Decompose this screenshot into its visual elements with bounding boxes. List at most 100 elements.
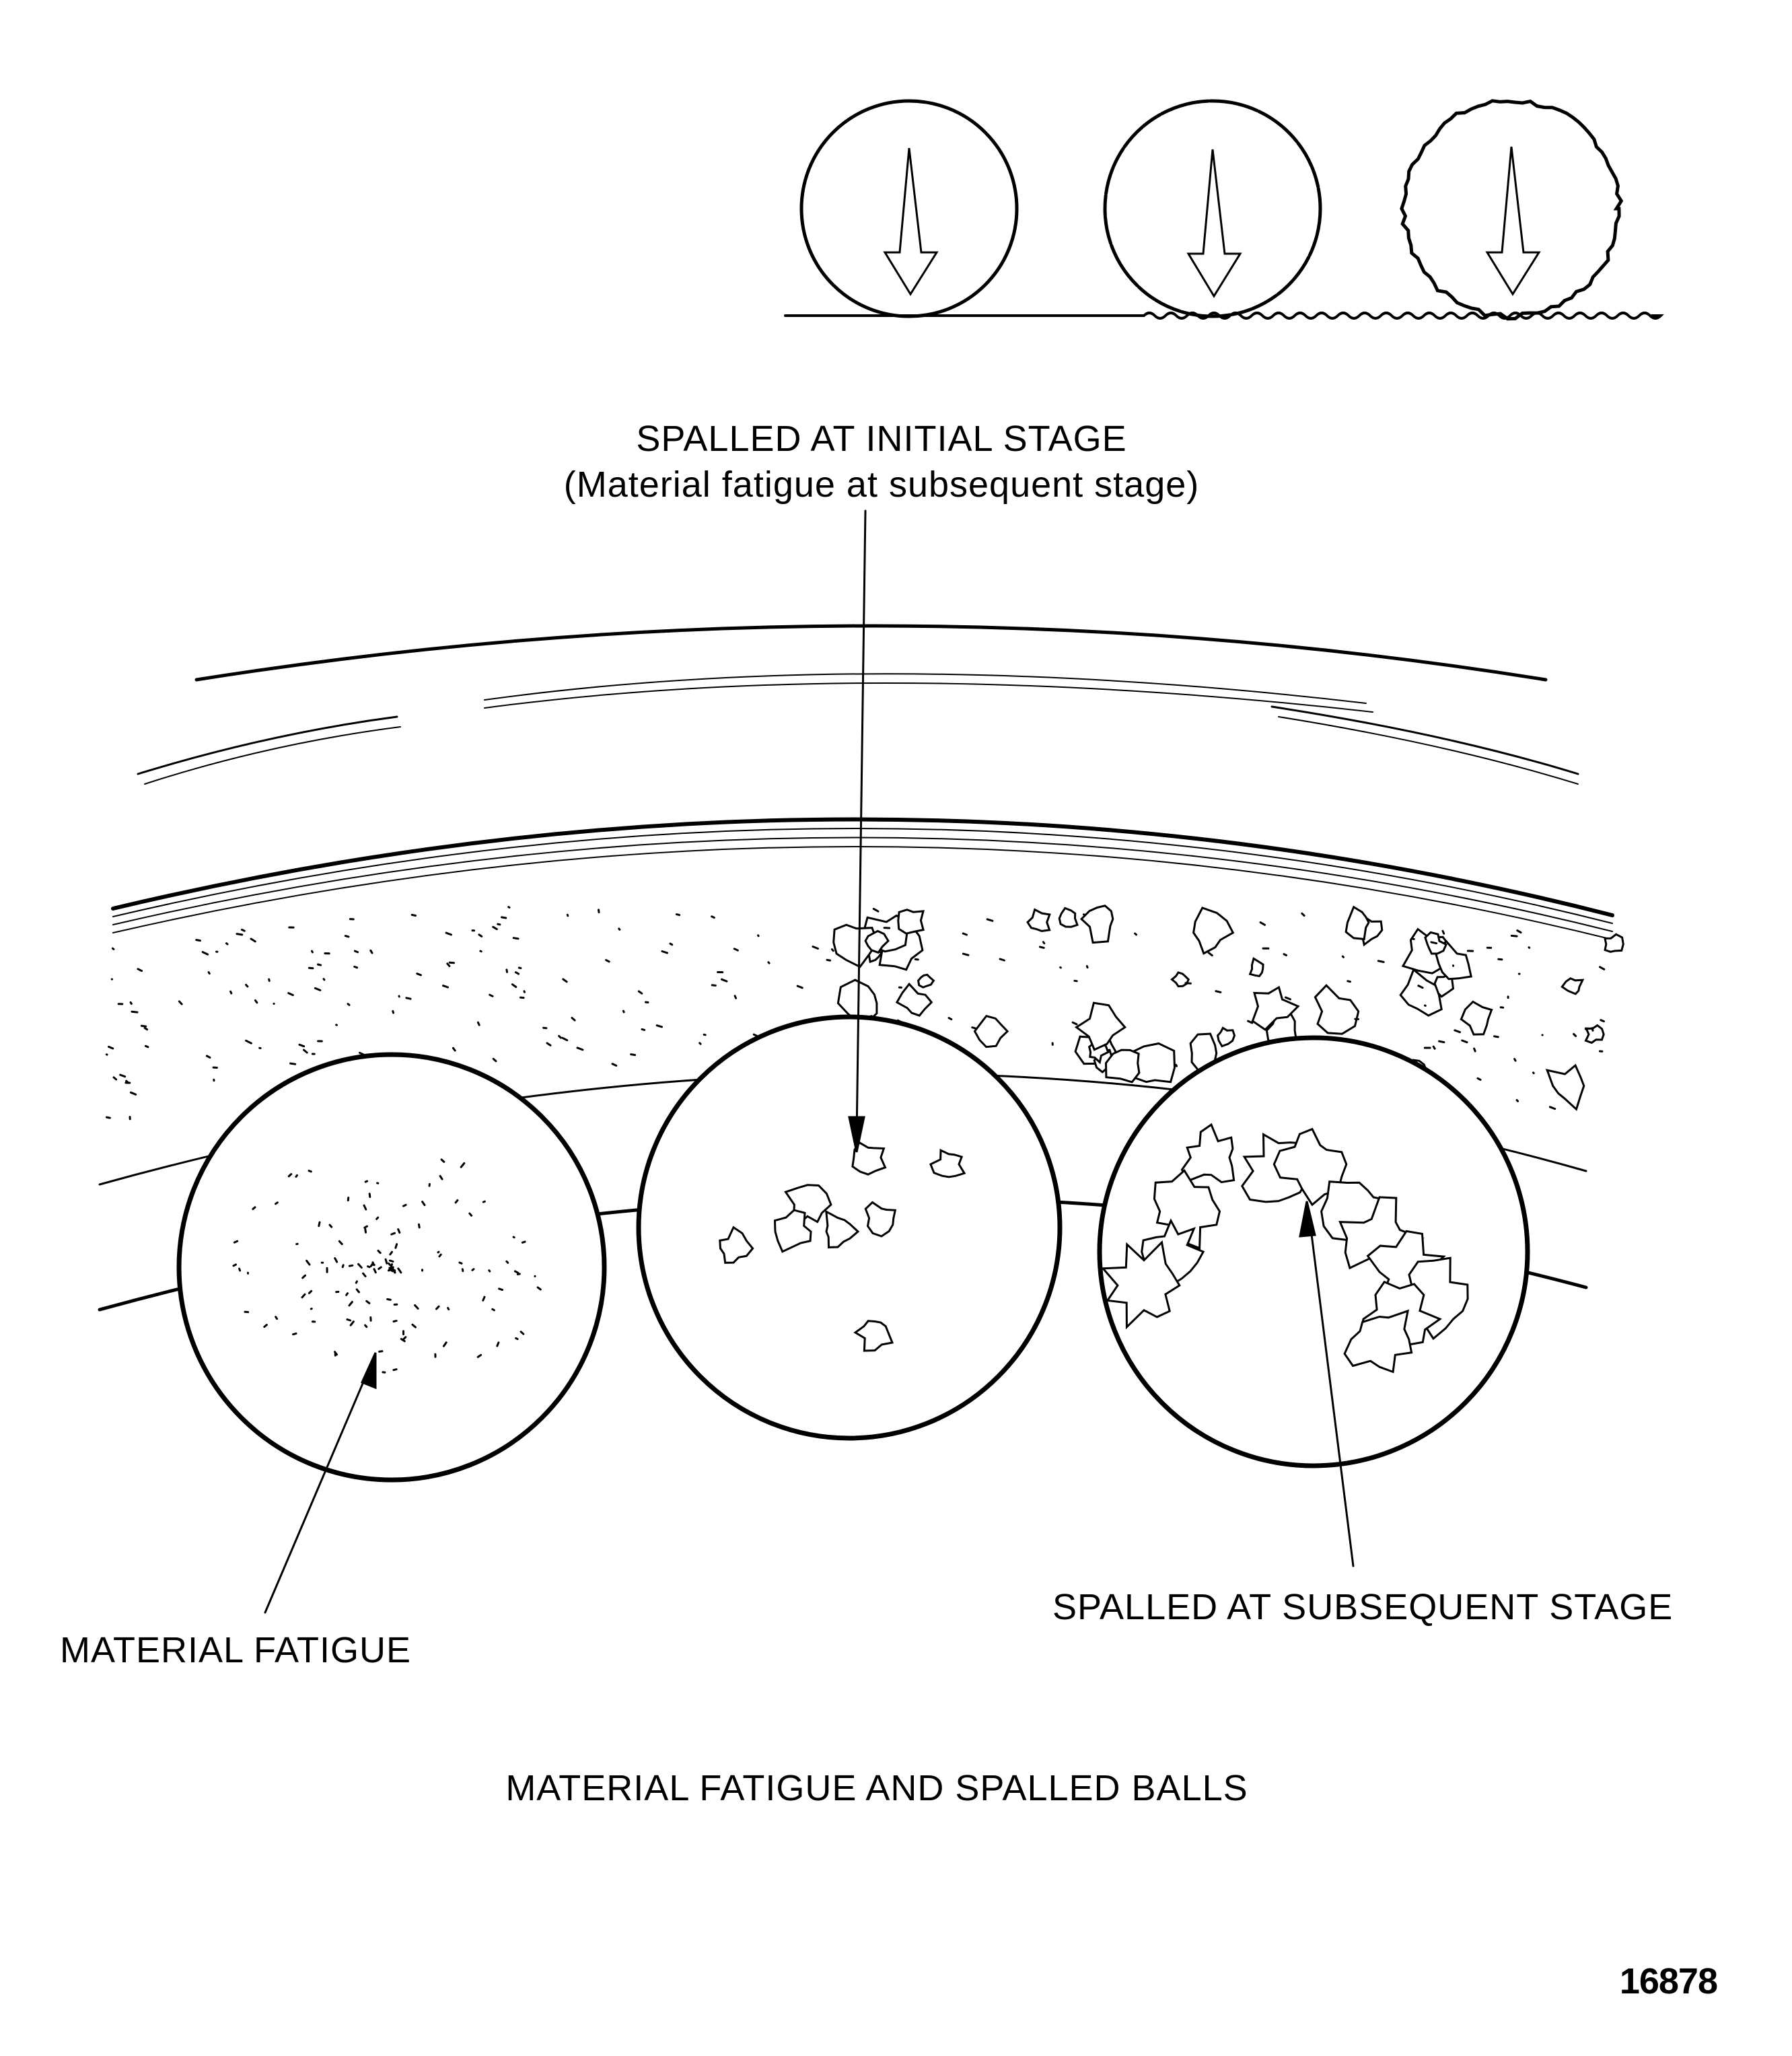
fatigue-speck bbox=[491, 1308, 495, 1312]
fatigue-speck bbox=[364, 1180, 369, 1183]
fatigue-speck bbox=[338, 1240, 343, 1246]
fatigue-speck bbox=[511, 983, 517, 988]
fatigue-speck bbox=[454, 1199, 459, 1204]
fatigue-speck bbox=[143, 1027, 149, 1031]
fatigue-speck bbox=[1548, 1106, 1556, 1110]
fatigue-speck bbox=[295, 1174, 298, 1178]
fatigue-speck bbox=[1377, 960, 1385, 963]
fatigue-speck bbox=[468, 1212, 473, 1217]
spall-pit bbox=[1584, 1024, 1605, 1044]
fatigue-speck bbox=[347, 1003, 351, 1006]
fatigue-speck bbox=[1207, 952, 1213, 957]
fatigue-speck bbox=[1454, 1029, 1461, 1034]
fatigue-speck bbox=[369, 1262, 374, 1267]
fatigue-speck bbox=[308, 1289, 313, 1294]
fatigue-speck bbox=[1134, 932, 1138, 936]
fatigue-speck bbox=[362, 1272, 367, 1277]
fatigue-speck bbox=[375, 1216, 380, 1220]
fatigue-speck bbox=[1599, 966, 1606, 970]
fatigue-speck bbox=[392, 1320, 398, 1323]
fatigue-speck bbox=[611, 1063, 618, 1067]
fatigue-speck bbox=[999, 958, 1005, 962]
spall-area bbox=[1180, 1123, 1235, 1184]
fatigue-speck bbox=[355, 1280, 358, 1284]
arrowhead-icon bbox=[848, 1116, 865, 1153]
fatigue-speck bbox=[561, 1036, 569, 1042]
fatigue-speck bbox=[318, 1221, 321, 1228]
fatigue-speck bbox=[1259, 921, 1266, 926]
spall-pit bbox=[917, 973, 935, 989]
ball-spalled-rough bbox=[1400, 99, 1624, 321]
fatigue-speck bbox=[306, 1259, 311, 1266]
fatigue-speck bbox=[392, 1009, 394, 1014]
fatigue-speck bbox=[1301, 912, 1305, 917]
fatigue-speck bbox=[442, 1341, 447, 1347]
fatigue-speck bbox=[303, 1049, 308, 1054]
fatigue-speck bbox=[349, 1320, 355, 1326]
fatigue-speck bbox=[448, 961, 455, 964]
label-material-fatigue: MATERIAL FATIGUE bbox=[60, 1630, 411, 1670]
fatigue-speck bbox=[390, 1232, 396, 1236]
spall-pit bbox=[1170, 971, 1190, 988]
fatigue-speck bbox=[796, 985, 803, 989]
fatigue-speck bbox=[721, 978, 728, 983]
label-initial-stage-note: (Material fatigue at subsequent stage) bbox=[564, 464, 1200, 505]
fatigue-speck bbox=[698, 1042, 702, 1045]
spall-pit bbox=[851, 1141, 887, 1176]
fatigue-speck bbox=[201, 951, 209, 956]
fatigue-speck bbox=[405, 997, 412, 1000]
fatigue-speck bbox=[254, 999, 258, 1004]
spall-pit bbox=[773, 1209, 812, 1253]
arrowhead-icon bbox=[360, 1352, 377, 1390]
diagram-caption: MATERIAL FATIGUE AND SPALLED BALLS bbox=[505, 1768, 1248, 1808]
fatigue-speck bbox=[344, 935, 350, 938]
fatigue-speck bbox=[348, 1301, 353, 1307]
fatigue-speck bbox=[641, 1028, 646, 1031]
fatigue-speck bbox=[1600, 1019, 1605, 1023]
fatigue-speck bbox=[1284, 996, 1291, 1001]
fatigue-speck bbox=[971, 1026, 978, 1030]
fatigue-speck bbox=[345, 1292, 349, 1296]
fatigue-speck bbox=[478, 933, 483, 937]
fatigue-speck bbox=[1283, 953, 1287, 956]
spall-pit bbox=[1545, 1063, 1585, 1111]
fatigue-speck bbox=[1430, 941, 1438, 945]
fatigue-speck bbox=[1493, 1035, 1499, 1038]
spall-pit bbox=[864, 1201, 897, 1238]
fatigue-speck bbox=[479, 950, 482, 953]
fatigue-speck bbox=[418, 1223, 421, 1229]
fatigue-speck bbox=[105, 1116, 111, 1119]
fatigue-speck bbox=[129, 1091, 137, 1096]
fatigue-speck bbox=[1591, 1027, 1594, 1032]
fatigue-speck bbox=[308, 1170, 312, 1173]
fatigue-speck bbox=[661, 950, 668, 954]
fatigue-speck bbox=[536, 1286, 542, 1291]
fatigue-speck bbox=[637, 990, 643, 995]
fatigue-speck bbox=[562, 978, 568, 983]
fatigue-speck bbox=[711, 984, 717, 987]
spall-pit bbox=[719, 1226, 754, 1264]
fatigue-speck bbox=[287, 1173, 293, 1178]
fatigue-speck bbox=[439, 1175, 443, 1180]
fatigue-speck bbox=[558, 1034, 562, 1039]
fatigue-speck bbox=[471, 1268, 475, 1271]
fatigue-speck bbox=[317, 963, 322, 966]
fatigue-speck bbox=[757, 934, 760, 937]
spall-pit bbox=[825, 1209, 860, 1248]
fatigue-speck bbox=[1515, 1099, 1519, 1102]
load-arrow-icon bbox=[1186, 149, 1242, 298]
fatigue-speck bbox=[311, 950, 314, 954]
fatigue-speck bbox=[365, 1300, 371, 1304]
fatigue-speck bbox=[733, 995, 738, 999]
fatigue-speck bbox=[669, 942, 674, 946]
fatigue-speck bbox=[402, 1203, 407, 1207]
fatigue-speck bbox=[482, 1296, 486, 1302]
fatigue-speck bbox=[914, 958, 919, 961]
spall-pit bbox=[929, 1148, 966, 1178]
fatigue-speck bbox=[519, 1331, 525, 1335]
fatigue-speck bbox=[411, 1323, 417, 1328]
fatigue-speck bbox=[245, 1039, 252, 1044]
fatigue-speck bbox=[872, 907, 880, 913]
fatigue-speck bbox=[205, 1055, 211, 1059]
